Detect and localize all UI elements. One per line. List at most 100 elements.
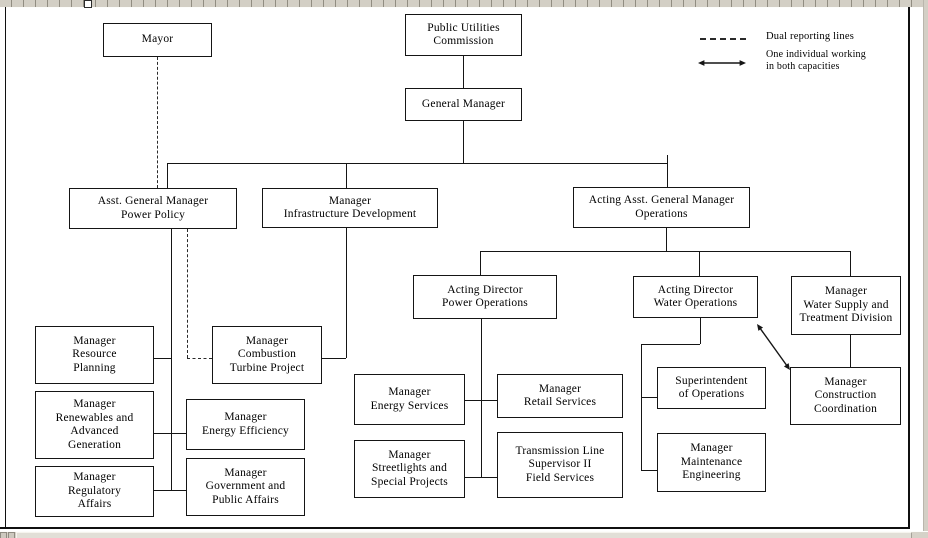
org-node-label: Manager — [224, 411, 267, 423]
connector-line — [666, 228, 667, 251]
org-node-label: Manager — [538, 382, 582, 395]
connector-line — [346, 228, 347, 358]
org-node-label: Energy Services — [370, 399, 449, 412]
connector-line — [157, 57, 158, 188]
org-node-label: Combustion — [237, 348, 297, 361]
ruler-marker[interactable] — [84, 0, 92, 8]
connector-line — [641, 397, 657, 398]
connector-line — [171, 229, 172, 490]
org-node-general-manager: General Manager — [405, 88, 522, 121]
view-button-1[interactable] — [0, 532, 7, 538]
org-node-label: Turbine Project — [229, 361, 305, 374]
org-node-label: Engineering — [682, 469, 741, 482]
org-node-label: Regulatory — [67, 484, 122, 497]
connector-line — [850, 335, 851, 367]
org-node-label: Advanced — [70, 425, 119, 437]
connector-line — [187, 358, 212, 359]
org-node-label: Generation — [67, 438, 122, 451]
org-node-label: Power Operations — [442, 297, 528, 309]
org-node-label: Manager — [388, 448, 431, 461]
org-node-label: Acting Director — [657, 283, 734, 296]
scrollbar-thumb[interactable] — [16, 532, 912, 538]
org-node-label: Acting Director — [447, 283, 523, 296]
connector-line — [480, 251, 481, 275]
connector-line — [700, 318, 701, 344]
connector-line — [480, 251, 850, 252]
org-node-label: Commission — [433, 35, 494, 47]
connector-line — [641, 344, 642, 470]
org-node-label: General Manager — [421, 97, 506, 110]
org-node-label: Manager — [73, 471, 116, 484]
org-node-label: Coordination — [813, 402, 878, 415]
org-node-label: Superintendent — [675, 374, 748, 387]
org-node-label: Affairs — [77, 498, 112, 511]
ruler[interactable] — [0, 0, 928, 8]
org-node-label: Manager — [388, 386, 431, 398]
org-node-label: Mayor — [141, 33, 174, 46]
org-node-label: Field Services — [525, 471, 595, 484]
connector-line — [167, 163, 667, 164]
org-node-label: Manager — [245, 334, 289, 347]
connector-line — [187, 229, 188, 358]
org-node-label: Water Supply and — [803, 298, 889, 311]
legend-dual-reporting-label: Dual reporting lines — [766, 31, 854, 42]
connector-line — [463, 120, 464, 163]
connector-line — [699, 251, 700, 276]
connector-line — [322, 358, 346, 359]
right-window-strip — [923, 0, 928, 538]
org-node-label: Acting Asst. General Manager — [588, 194, 735, 206]
both-capacities-arrow — [758, 326, 789, 368]
org-node-label: Manager — [73, 398, 116, 410]
connector-line — [154, 433, 186, 434]
org-node-label: Public Affairs — [212, 493, 279, 506]
page-right-border — [908, 7, 910, 528]
org-node-label: Treatment Division — [799, 312, 893, 325]
view-button-2[interactable] — [8, 532, 15, 538]
connector-line — [667, 155, 668, 188]
org-node-label: Transmission Line — [515, 444, 605, 457]
connector-line — [641, 470, 657, 471]
connector-line — [346, 163, 347, 188]
horizontal-scrollbar[interactable] — [0, 531, 928, 538]
org-node-label: Power Policy — [120, 208, 186, 221]
connector-line — [465, 400, 497, 401]
org-node-mayor: Mayor — [103, 23, 212, 57]
connector-line — [154, 490, 186, 491]
connector-line — [463, 56, 464, 88]
org-node-label: Government and — [205, 480, 286, 493]
org-node-label: Manager — [224, 466, 267, 479]
connector-line — [850, 251, 851, 276]
legend-both-capacities-label-line1: One individual working — [766, 49, 866, 60]
org-node-label: Streetlights and — [371, 462, 448, 475]
legend-both-capacities-label-line2: in both capacities — [766, 61, 840, 72]
org-node-label: Infrastructure Development — [283, 208, 417, 220]
connector-line — [641, 344, 700, 345]
org-node-label: Resource — [72, 348, 117, 361]
org-node-label: Manager — [73, 334, 116, 347]
org-node-label: Renewables and — [55, 411, 134, 424]
org-node-label: Asst. General Manager — [97, 195, 209, 207]
legend-dashed-line — [700, 38, 746, 40]
org-node-label: Manager — [824, 285, 868, 298]
connector-line — [481, 319, 482, 477]
org-node-label: Special Projects — [371, 475, 448, 488]
